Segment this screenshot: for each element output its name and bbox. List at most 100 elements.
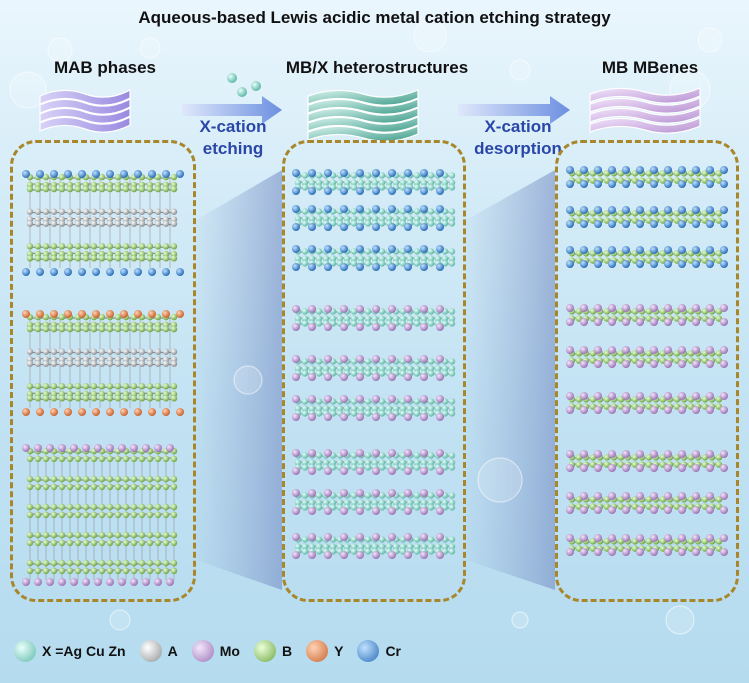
edge-atom (166, 444, 174, 452)
edge-atom (340, 489, 348, 497)
edge-atom (436, 413, 444, 421)
edge-atom (324, 169, 332, 177)
edge-atom (372, 205, 380, 213)
edge-atom (420, 323, 428, 331)
edge-atom (594, 360, 602, 368)
edge-atom (706, 492, 714, 500)
edge-atom (692, 492, 700, 500)
edge-atom (36, 310, 44, 318)
edge-atom (372, 305, 380, 313)
edge-atom (608, 392, 616, 400)
edge-atom (372, 507, 380, 515)
edge-atom (92, 408, 100, 416)
edge-atom (678, 346, 686, 354)
edge-atom (706, 166, 714, 174)
edge-atom (46, 444, 54, 452)
edge-atom (70, 578, 78, 586)
edge-atom (162, 170, 170, 178)
edge-atom (436, 169, 444, 177)
edge-atom (356, 467, 364, 475)
edge-atom (636, 220, 644, 228)
bubble (511, 611, 529, 629)
edge-atom (292, 395, 300, 403)
edge-atom (692, 220, 700, 228)
edge-atom (420, 533, 428, 541)
edge-atom (636, 464, 644, 472)
heterostructure-slab-icon (307, 89, 419, 106)
edge-atom (594, 492, 602, 500)
edge-atom (324, 245, 332, 253)
edge-atom (324, 551, 332, 559)
edge-atom (608, 360, 616, 368)
edge-atom (706, 450, 714, 458)
edge-atom (308, 187, 316, 195)
edge-atom (678, 492, 686, 500)
edge-atom (324, 305, 332, 313)
edge-atom (388, 413, 396, 421)
edge-atom (608, 304, 616, 312)
edge-atom (308, 323, 316, 331)
edge-atom (308, 355, 316, 363)
edge-atom (308, 169, 316, 177)
bubble (665, 605, 695, 635)
edge-atom (106, 170, 114, 178)
cr-atom-sphere-icon (357, 640, 380, 662)
edge-atom (436, 355, 444, 363)
edge-atom (356, 449, 364, 457)
edge-atom (650, 246, 658, 254)
edge-atom (636, 360, 644, 368)
edge-atom (308, 263, 316, 271)
edge-atom (356, 169, 364, 177)
edge-atom (636, 492, 644, 500)
edge-atom (292, 187, 300, 195)
edge-atom (324, 395, 332, 403)
edge-atom (692, 246, 700, 254)
edge-atom (608, 406, 616, 414)
edge-atom (404, 323, 412, 331)
edge-atom (420, 551, 428, 559)
bubble (413, 19, 447, 53)
edge-atom (404, 489, 412, 497)
etching-arrow-line2: etching (202, 139, 264, 158)
edge-atom (50, 268, 58, 276)
desorption-arrow-label: X-cation desorption (460, 116, 576, 160)
edge-atom (372, 449, 380, 457)
edge-atom (706, 346, 714, 354)
edge-atom (148, 408, 156, 416)
edge-atom (420, 467, 428, 475)
edge-atom (436, 373, 444, 381)
edge-atom (120, 408, 128, 416)
edge-atom (566, 464, 574, 472)
edge-atom (388, 187, 396, 195)
mab-slab-icon (39, 107, 131, 124)
edge-atom (580, 246, 588, 254)
edge-atom (340, 449, 348, 457)
edge-atom (404, 169, 412, 177)
edge-atom (664, 492, 672, 500)
edge-atom (650, 260, 658, 268)
edge-atom (154, 444, 162, 452)
edge-atom (608, 166, 616, 174)
edge-atom (340, 551, 348, 559)
edge-atom (118, 578, 126, 586)
edge-atom (404, 223, 412, 231)
edge-atom (356, 263, 364, 271)
edge-atom (608, 450, 616, 458)
panel-mbenes (555, 140, 739, 602)
edge-atom (340, 413, 348, 421)
edge-atom (388, 373, 396, 381)
edge-atom (664, 206, 672, 214)
edge-atom (566, 220, 574, 228)
edge-atom (664, 534, 672, 542)
edge-atom (420, 205, 428, 213)
edge-atom (692, 180, 700, 188)
x-cation-icon (251, 81, 261, 91)
edge-atom (692, 506, 700, 514)
edge-atom (340, 263, 348, 271)
edge-atom (622, 406, 630, 414)
edge-atom (622, 318, 630, 326)
lattice-layer (26, 348, 178, 367)
edge-atom (372, 323, 380, 331)
edge-atom (404, 263, 412, 271)
